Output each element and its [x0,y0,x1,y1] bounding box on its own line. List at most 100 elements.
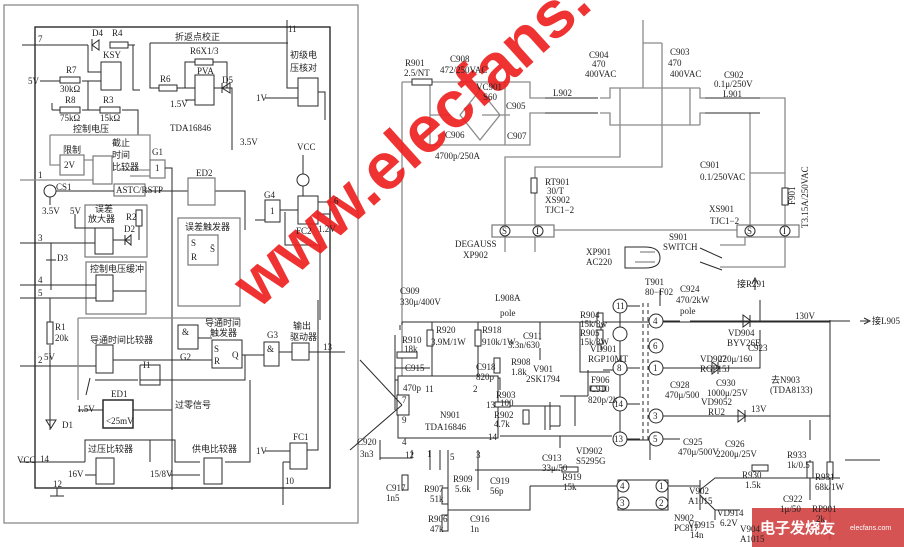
label-vd915: VD915 [688,520,715,530]
label-r903v: 100 [500,398,514,408]
g2-gate [177,324,199,350]
label-p6: 6 [334,196,339,206]
label-g2: G2 [180,352,191,362]
label-pole1: pole [500,308,516,318]
label-astc: ASTC/RSTP [116,185,163,195]
label-c924v: 470/2kW [676,295,710,305]
label-ctrlv: 控制电压 [73,123,109,135]
label-c910v: 820p/2k [588,395,618,405]
label-vc901: VC901 [476,82,502,92]
label-vd914v: 6.2V [720,518,738,528]
label-v15a: 1.5V [170,99,188,109]
label-d5: D5 [222,75,233,85]
label-c919v: 56p [490,486,504,496]
label-p4: 4 [38,275,43,285]
label-t901v: 80−F02 [645,287,673,297]
label-v2: 2V [64,160,76,170]
label-v130: 130V [795,311,816,321]
label-switch: SWITCH [663,242,698,252]
label-tda8133: (TDA8133) [770,385,813,395]
label-c911: C911 [523,331,542,341]
label-c916v: 1n [470,524,480,534]
label-ci2: I [783,226,786,236]
label-ru2: RU2 [708,407,725,417]
label-r933v: 1k/0.5 [787,460,810,470]
label-c904: C904 [589,50,609,60]
label-r918: R918 [482,325,502,335]
label-c904a: 470 [592,59,606,69]
label-vd902v: S5295G [576,456,606,466]
label-vd904: VD904 [728,328,755,338]
label-v904v: A1015 [740,534,765,544]
label-c906v: 4700p/250A [435,151,481,161]
label-t13: 13 [614,434,624,444]
label-supply: 供电比较器 [192,443,237,455]
label-t901: T901 [645,277,664,287]
label-onff1: 导通时间 [205,317,241,329]
label-r905v: 15k/3W [580,337,610,347]
label-t14: 14 [614,399,624,409]
error-flipflop [187,234,219,266]
label-limit: 限制 [63,144,81,156]
label-r4: R4 [112,28,123,38]
label-r901: R901 [405,58,425,68]
label-v16: 16V [68,469,84,479]
label-v901: V901 [533,364,553,374]
label-c922: C922 [783,494,803,504]
ac-plug-icon [624,246,661,269]
label-c910: C910 [590,384,610,394]
label-r1: R1 [55,322,66,332]
label-n4: 4 [402,437,407,447]
label-r910v: 18k [404,344,418,354]
label-errff: 误差触发器 [185,221,230,233]
label-cut1: 截止 [112,137,130,149]
output-driver [291,342,310,361]
label-cs2: S [747,226,752,236]
label-r919v: 15k [563,482,577,492]
label-c915v: 470p [403,383,422,393]
label-p14: 14 [40,454,50,464]
g4-gate [264,199,281,223]
label-ac220: AC220 [586,257,613,267]
label-r919: R919 [562,472,582,482]
label-sbar: S̄ [210,244,215,254]
label-v902v: A1015 [688,496,713,506]
label-d3: D3 [57,253,68,263]
label-c903: C903 [670,47,690,57]
label-r902: R902 [494,410,514,420]
label-v13: 13V [751,404,767,414]
label-tol905: 接L905 [872,315,900,326]
label-c908: C908 [450,54,470,64]
label-n14: 14 [488,432,498,442]
label-v158: 15/8V [150,469,173,479]
internal-block-diagram [3,4,359,524]
label-rp901v: 2k [816,514,826,524]
label-l902: L902 [553,88,572,98]
label-c930: C930 [716,378,736,388]
label-l908a: L908A [495,293,521,303]
label-i1: I1 [143,360,151,370]
label-v904: V904 [740,524,760,534]
label-pole2: pole [680,306,696,316]
label-g4: G4 [264,190,275,200]
label-xs902v: TJC1−2 [545,205,574,215]
label-r908: R908 [511,357,531,367]
label-c924: C924 [680,284,700,294]
label-ovp: 过压比较器 [88,443,133,455]
label-c926v: 2200μ/25V [716,449,757,459]
label-mv25: <25mV [106,416,134,426]
label-c911v: 3.3n/630 [508,340,540,350]
label-d2: D2 [124,224,135,234]
label-oncmp: 导通时间比较器 [90,334,153,346]
label-c909v: 330μ/400V [400,297,441,307]
label-r930: R930 [742,470,762,480]
xs901-connector [736,224,800,238]
label-n9: 9 [402,415,407,425]
label-d4: D4 [92,28,103,38]
label-c925: C925 [683,437,703,447]
label-vd914: VD914 [717,508,744,518]
label-p7: 7 [38,34,43,44]
label-p1: 1 [38,170,43,180]
